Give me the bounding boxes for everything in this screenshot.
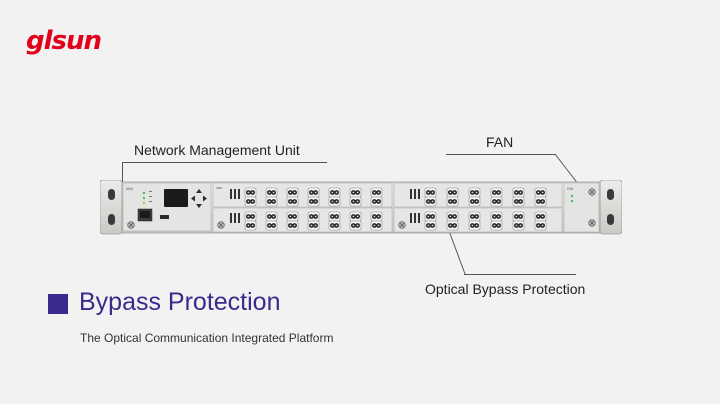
obp-module-top-right [393, 182, 563, 208]
brand-logo: glsun [26, 26, 102, 56]
callout-line-obp [464, 274, 576, 275]
nav-right-button[interactable] [203, 195, 207, 202]
callout-line-nmu-drop [122, 162, 123, 184]
obp-module-bottom-left [212, 207, 393, 233]
network-management-unit-module: NMU [122, 182, 212, 232]
nmu-module-label: NMU [126, 187, 134, 191]
section-subtitle: The Optical Communication Integrated Pla… [80, 331, 334, 345]
usb-port [160, 215, 169, 219]
rack-ear-left [100, 180, 123, 235]
callout-network-management-unit: Network Management Unit [134, 142, 300, 158]
callout-line-fan [446, 154, 556, 155]
nav-down-button[interactable] [196, 204, 202, 208]
obp-module-label: OBP [216, 186, 222, 190]
callout-line-nmu [122, 162, 327, 163]
obp-module-top-left: OBP [212, 182, 393, 208]
fan-module-label: FAN [567, 187, 574, 191]
fan-module: FAN [563, 182, 600, 233]
nav-left-button[interactable] [191, 195, 195, 202]
obp-module-bottom-right [393, 207, 563, 233]
callout-optical-bypass-protection: Optical Bypass Protection [425, 281, 586, 297]
nav-up-button[interactable] [196, 189, 202, 193]
callout-fan: FAN [486, 134, 514, 150]
section-title: Bypass Protection [79, 288, 281, 316]
rack-device: NMU OBP [100, 180, 622, 235]
rack-ear-right [599, 180, 622, 235]
section-marker [48, 294, 68, 314]
lcd-display [164, 189, 188, 207]
